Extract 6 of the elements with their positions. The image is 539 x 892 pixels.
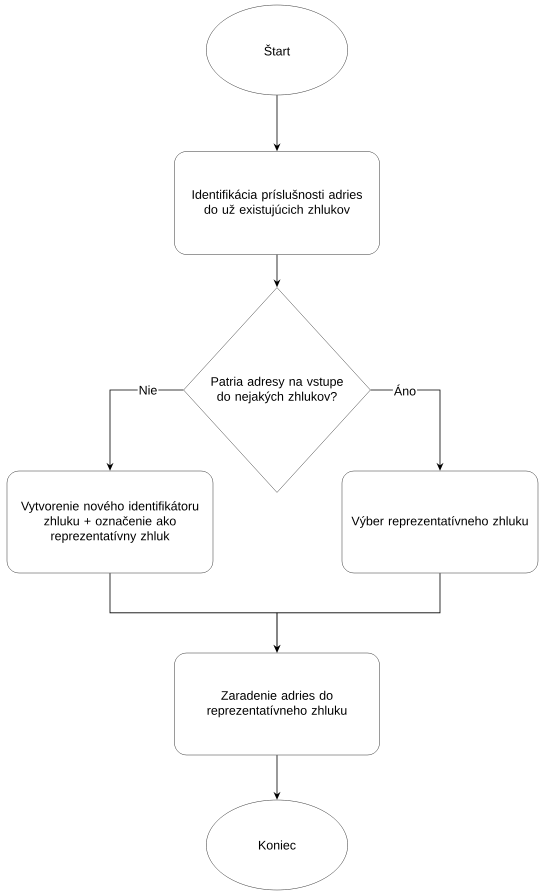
process-box: Vytvorenie nového identifikátoru zhluku + označenie ako reprezentatívny zhluk <box>6 470 214 574</box>
edge-label: Áno <box>392 384 418 396</box>
process-box: Identifikácia príslušnosti adries do už existujúcich zhlukov <box>174 151 380 255</box>
process-box: Zaradenie adries do reprezentatívneho zhluku <box>174 652 380 756</box>
process-box: Výber reprezentatívneho zhluku <box>342 470 538 574</box>
edge-label: Nie <box>138 384 158 396</box>
